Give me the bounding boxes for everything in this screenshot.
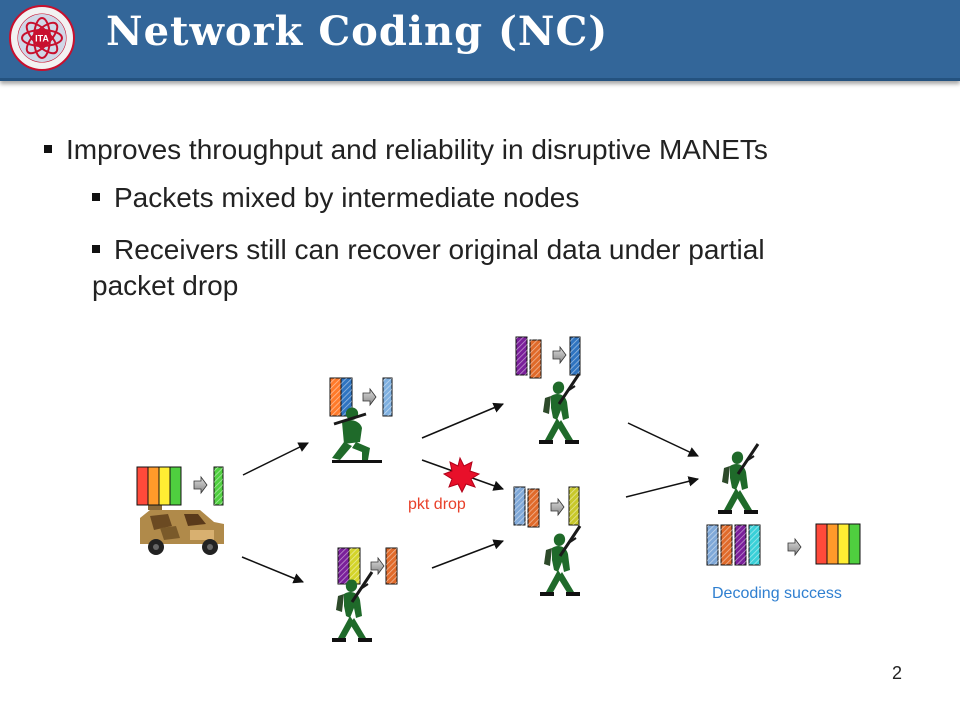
bullet-improves-throughput: Improves throughput and reliability in d… bbox=[44, 133, 768, 167]
bullet-square-icon bbox=[44, 144, 52, 153]
page-title: Network Coding (NC) bbox=[106, 8, 609, 55]
arrow-kneeling-to-upper bbox=[421, 402, 504, 439]
transform-arrow-icon bbox=[550, 497, 565, 517]
bullet-receivers-recover-line2: packet drop bbox=[92, 270, 239, 301]
transform-arrow-icon bbox=[552, 345, 567, 365]
arrow-upper-to-receiver bbox=[627, 422, 699, 457]
bullet-text: Packets mixed by intermediate nodes bbox=[114, 182, 580, 213]
bullet-square-icon bbox=[92, 244, 100, 253]
kneeling-soldier-icon bbox=[332, 407, 382, 463]
packet-orange bbox=[147, 466, 160, 506]
transform-arrow-icon bbox=[193, 475, 208, 495]
packet-red bbox=[136, 466, 149, 506]
packet-red bbox=[815, 523, 828, 565]
explosion-icon bbox=[442, 456, 481, 494]
packet-orange bbox=[826, 523, 839, 565]
bullet-square-icon bbox=[92, 192, 100, 201]
arrow-lower-to-middle bbox=[431, 539, 504, 569]
source-packets bbox=[136, 466, 224, 506]
transform-arrow-icon bbox=[362, 387, 377, 407]
packet-green bbox=[169, 466, 182, 506]
bullet-text: Receivers still can recover original dat… bbox=[114, 234, 765, 265]
middle-right-soldier-node bbox=[513, 486, 582, 598]
kneeling-soldier-node bbox=[329, 377, 393, 463]
soldier-icon bbox=[716, 442, 760, 516]
page-number: 2 bbox=[892, 663, 903, 683]
packet-yellow bbox=[837, 523, 850, 565]
bullet-packets-mixed: Packets mixed by intermediate nodes bbox=[92, 181, 579, 215]
pkt-drop-label: pkt drop bbox=[408, 496, 466, 513]
decoding-success-label: Decoding success bbox=[712, 585, 842, 602]
upper-right-soldier-node bbox=[515, 336, 581, 446]
lower-left-soldier-node bbox=[330, 547, 398, 644]
arrow-middle-to-receiver bbox=[625, 476, 700, 498]
receiver-soldier-node bbox=[706, 442, 861, 566]
packet-yellow bbox=[158, 466, 171, 506]
svg-text:ITA: ITA bbox=[35, 34, 49, 44]
soldier-icon bbox=[537, 372, 581, 446]
transform-arrow-icon bbox=[787, 537, 802, 557]
ita-logo-icon: ITA bbox=[9, 5, 75, 71]
arrow-source-to-lower bbox=[241, 556, 304, 584]
packet-green bbox=[848, 523, 861, 565]
bullet-text: Improves throughput and reliability in d… bbox=[66, 134, 768, 165]
vehicle-icon bbox=[140, 500, 224, 555]
transform-arrow-icon bbox=[370, 556, 385, 576]
network-coding-diagram bbox=[136, 336, 861, 644]
transmission-arrows bbox=[241, 402, 700, 584]
bullet-receivers-recover: Receivers still can recover original dat… bbox=[92, 233, 765, 267]
soldier-icon bbox=[538, 524, 582, 598]
arrow-source-to-kneeling bbox=[242, 442, 309, 476]
slide-header: ITA Network Coding (NC) bbox=[0, 0, 960, 81]
